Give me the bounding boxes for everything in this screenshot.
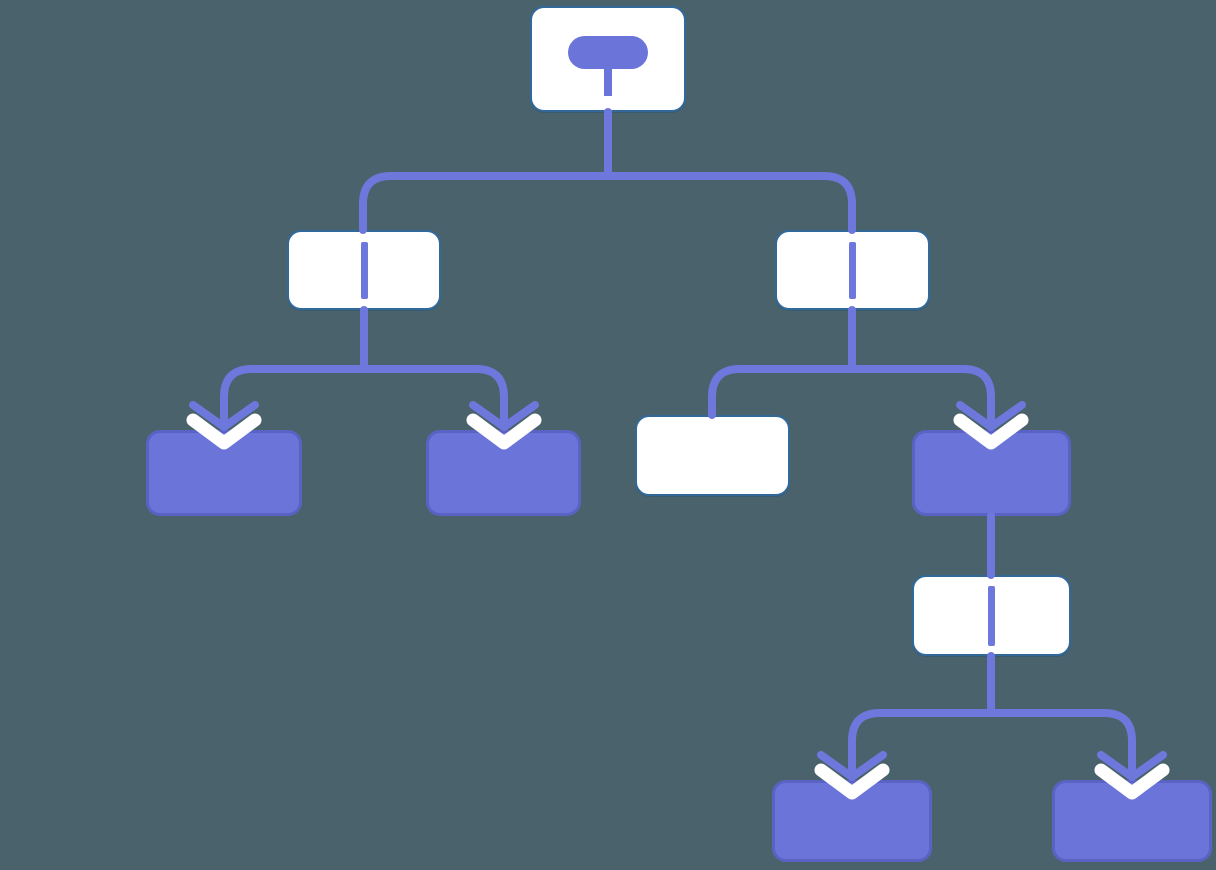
node-branch-bottom[interactable] xyxy=(912,575,1071,656)
edge-branch-bottom-to-leaves xyxy=(848,709,1136,779)
edge-root-to-branches xyxy=(359,172,856,234)
node-root[interactable] xyxy=(530,6,686,112)
node-branch-left[interactable] xyxy=(287,230,441,310)
divider-bar-icon xyxy=(360,241,368,299)
node-leaf-c[interactable] xyxy=(772,780,932,862)
node-leaf-a[interactable] xyxy=(146,430,302,516)
node-child-empty[interactable] xyxy=(635,415,790,496)
arrowhead-v xyxy=(189,401,259,431)
divider-bar-icon xyxy=(988,585,995,646)
collapsed-subtree-pill-icon[interactable] xyxy=(568,36,648,96)
arrowhead-v xyxy=(1097,751,1167,781)
arrowhead-v xyxy=(817,751,887,781)
node-leaf-d[interactable] xyxy=(1052,780,1212,862)
pill-shape xyxy=(568,36,648,69)
node-leaf-b[interactable] xyxy=(426,430,581,516)
arrowhead-v xyxy=(956,401,1026,431)
edge-branch-left-to-leaves xyxy=(220,365,508,429)
arrowhead-v xyxy=(469,401,539,431)
node-branch-right[interactable] xyxy=(775,230,930,310)
divider-bar-icon xyxy=(849,241,856,299)
pill-stem-shape xyxy=(604,69,612,96)
node-right[interactable] xyxy=(912,430,1071,516)
